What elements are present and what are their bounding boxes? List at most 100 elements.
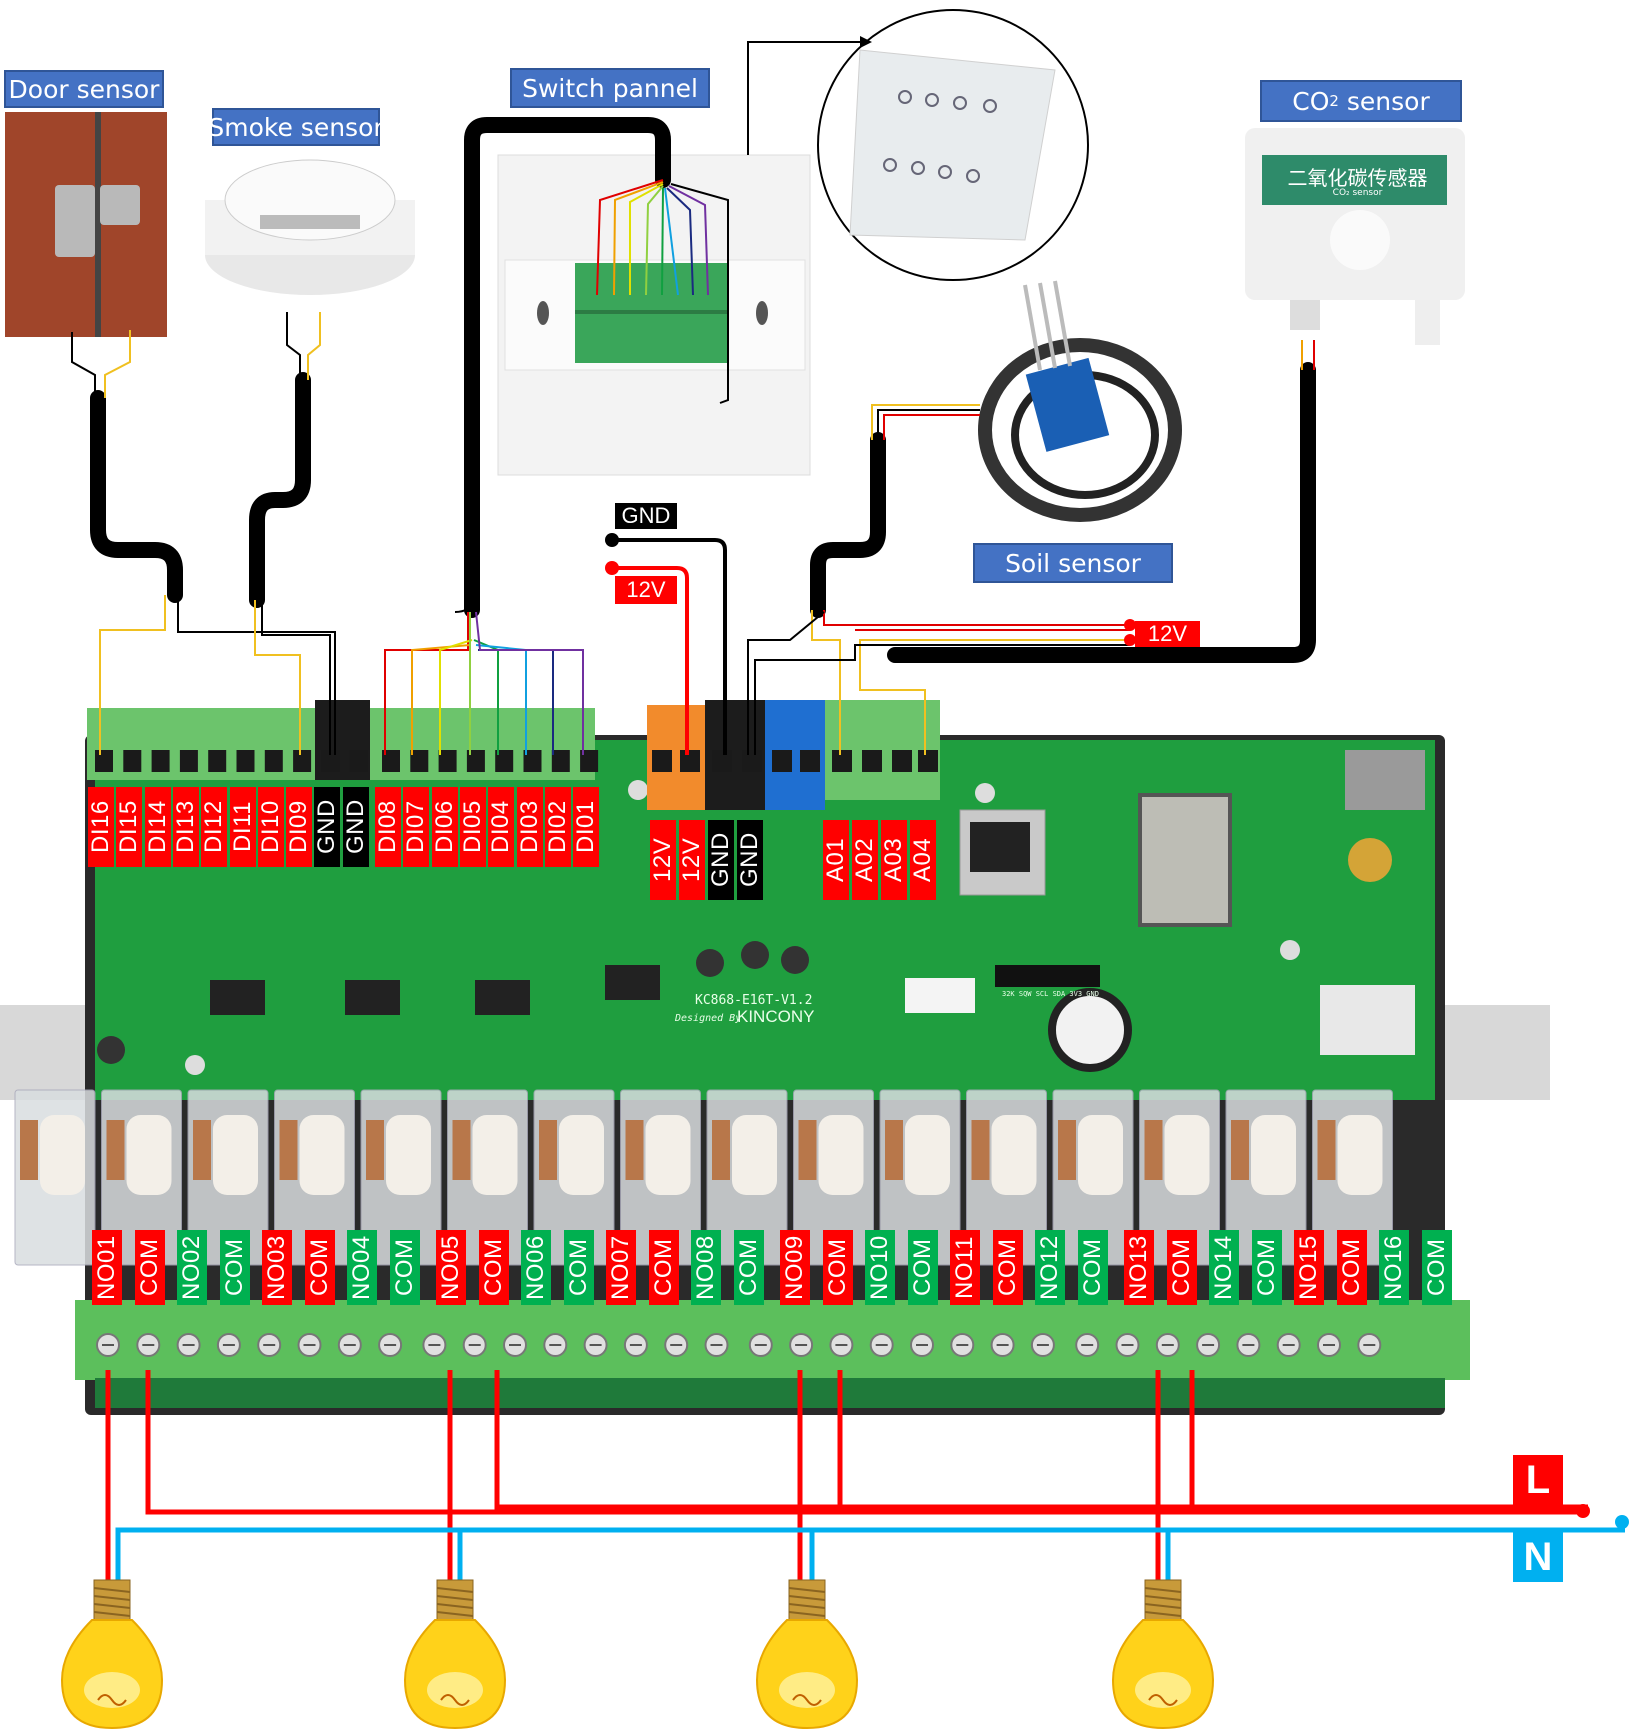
switch-panel-image bbox=[497, 154, 811, 476]
com-pin-label: COM bbox=[478, 1230, 509, 1305]
co2-device-text: 二氧化碳传感器 bbox=[1287, 166, 1428, 190]
no16-pin-label: NO16 bbox=[1379, 1230, 1409, 1305]
di13-pin-label: DI13 bbox=[172, 787, 199, 867]
com-pin-label: COM bbox=[134, 1230, 165, 1305]
door-sensor-title: Door sensor bbox=[4, 70, 164, 108]
com-pin-label: COM bbox=[648, 1230, 679, 1305]
mains-wiring bbox=[105, 1370, 1625, 1580]
soil-sensor-image bbox=[978, 280, 1182, 522]
com-pin-label: COM bbox=[1251, 1230, 1282, 1305]
no08-pin-label: NO08 bbox=[691, 1230, 721, 1305]
12v-right-label: 12V bbox=[1135, 621, 1200, 647]
com-pin-label: COM bbox=[389, 1230, 420, 1305]
12v-pin-label: 12V bbox=[649, 820, 676, 900]
board-model: KC868-E16T-V1.2 bbox=[695, 993, 813, 1008]
light-bulb-icon bbox=[1111, 1579, 1215, 1730]
neutral-label: N bbox=[1513, 1532, 1563, 1582]
pcb-components bbox=[97, 750, 1425, 1075]
input-terminal-hole bbox=[208, 750, 227, 772]
a02-pin-label: A02 bbox=[851, 820, 878, 900]
gnd-pin-label: GND bbox=[707, 820, 734, 900]
gnd-terminal-dot bbox=[605, 533, 619, 547]
no10-pin-label: NO10 bbox=[865, 1230, 895, 1305]
12v-terminal-dot bbox=[605, 561, 619, 575]
di07-pin-label: DI07 bbox=[402, 787, 430, 867]
com-pin-label: COM bbox=[992, 1230, 1023, 1305]
di15-pin-label: DI15 bbox=[115, 787, 143, 867]
di04-pin-label: DI04 bbox=[487, 787, 515, 867]
power-terminal-hole bbox=[712, 750, 732, 772]
no03-pin-label: NO03 bbox=[262, 1230, 292, 1305]
no02-pin-label: NO02 bbox=[177, 1230, 207, 1305]
power-terminal-hole bbox=[680, 750, 700, 772]
input-terminal-hole bbox=[321, 750, 340, 772]
soil-sensor-label: Soil sensor bbox=[1005, 548, 1141, 578]
touch-panel-zoom bbox=[747, 9, 1089, 281]
di10-pin-label: DI10 bbox=[257, 787, 284, 867]
supply-wires bbox=[612, 538, 727, 755]
smoke-sensor-label: Smoke sensor bbox=[208, 112, 384, 142]
no12-pin-label: NO12 bbox=[1035, 1230, 1065, 1305]
no13-pin-label: NO13 bbox=[1124, 1230, 1154, 1305]
com-pin-label: COM bbox=[1336, 1230, 1367, 1305]
di12-pin-label: DI12 bbox=[200, 787, 228, 867]
board-i2c-header: 32K SQW SCL SDA 3V3 GND bbox=[1002, 990, 1099, 998]
com-pin-label: COM bbox=[822, 1230, 853, 1305]
door-sensor-label: Door sensor bbox=[8, 74, 160, 104]
a01-pin-label: A01 bbox=[822, 820, 849, 900]
di03-pin-label: DI03 bbox=[516, 787, 543, 867]
smoke-sensor-title: Smoke sensor bbox=[208, 108, 384, 146]
di08-pin-label: DI08 bbox=[374, 787, 401, 867]
di02-pin-label: DI02 bbox=[544, 787, 571, 867]
power-terminal-hole bbox=[862, 750, 882, 772]
lamp-group bbox=[60, 1579, 1215, 1730]
power-terminal-hole bbox=[892, 750, 912, 772]
com-pin-label: COM bbox=[1421, 1230, 1452, 1305]
power-terminal-hole bbox=[832, 750, 852, 772]
di05-pin-label: DI05 bbox=[459, 787, 486, 867]
no07-pin-label: NO07 bbox=[606, 1230, 636, 1305]
input-terminal-hole bbox=[264, 750, 283, 772]
a04-pin-label: A04 bbox=[909, 820, 936, 900]
no05-pin-label: NO05 bbox=[436, 1230, 466, 1305]
no14-pin-label: NO14 bbox=[1209, 1230, 1239, 1305]
input-terminal-hole bbox=[551, 750, 570, 772]
input-terminal-hole bbox=[179, 750, 198, 772]
input-terminal-hole bbox=[466, 750, 485, 772]
di11-pin-label: DI11 bbox=[229, 787, 256, 867]
no11-pin-label: NO11 bbox=[950, 1230, 980, 1305]
light-bulb-icon bbox=[403, 1579, 507, 1730]
no09-pin-label: NO09 bbox=[780, 1230, 810, 1305]
no15-pin-label: NO15 bbox=[1294, 1230, 1324, 1305]
signal-wires bbox=[71, 179, 1315, 755]
power-terminal-hole bbox=[742, 750, 762, 772]
com-pin-label: COM bbox=[563, 1230, 594, 1305]
input-terminal-hole bbox=[382, 750, 400, 772]
com-pin-label: COM bbox=[219, 1230, 250, 1305]
input-terminal-hole bbox=[438, 750, 457, 772]
gnd-label: GND bbox=[615, 503, 677, 529]
power-terminal-hole bbox=[918, 750, 938, 772]
com-pin-label: COM bbox=[304, 1230, 335, 1305]
neutral-terminal-dot bbox=[1615, 1515, 1629, 1529]
co2-device-text-en: CO₂ sensor bbox=[1332, 188, 1383, 198]
board-designed-by: Designed By bbox=[675, 1013, 742, 1024]
board-brand: KINCONY bbox=[737, 1007, 815, 1026]
relay-terminal-screws bbox=[96, 1333, 1382, 1357]
12v-label: 12V bbox=[615, 576, 677, 604]
input-terminal-hole bbox=[349, 750, 368, 772]
gnd-pin-label: GND bbox=[736, 820, 763, 900]
smoke-sensor-image bbox=[205, 159, 415, 295]
relay-terminal-block bbox=[75, 1300, 1470, 1380]
di14-pin-label: DI14 bbox=[144, 787, 171, 867]
di01-pin-label: DI01 bbox=[572, 787, 600, 867]
12v-pin-label: 12V bbox=[678, 820, 705, 900]
live-label: L bbox=[1513, 1455, 1563, 1505]
relay-bank bbox=[14, 1089, 1393, 1266]
door-sensor-image bbox=[5, 112, 167, 337]
soil-sensor-title: Soil sensor bbox=[973, 543, 1173, 583]
a03-pin-label: A03 bbox=[880, 820, 907, 900]
switch-panel-label: Switch pannel bbox=[522, 73, 698, 103]
power-terminal-hole bbox=[652, 750, 672, 772]
